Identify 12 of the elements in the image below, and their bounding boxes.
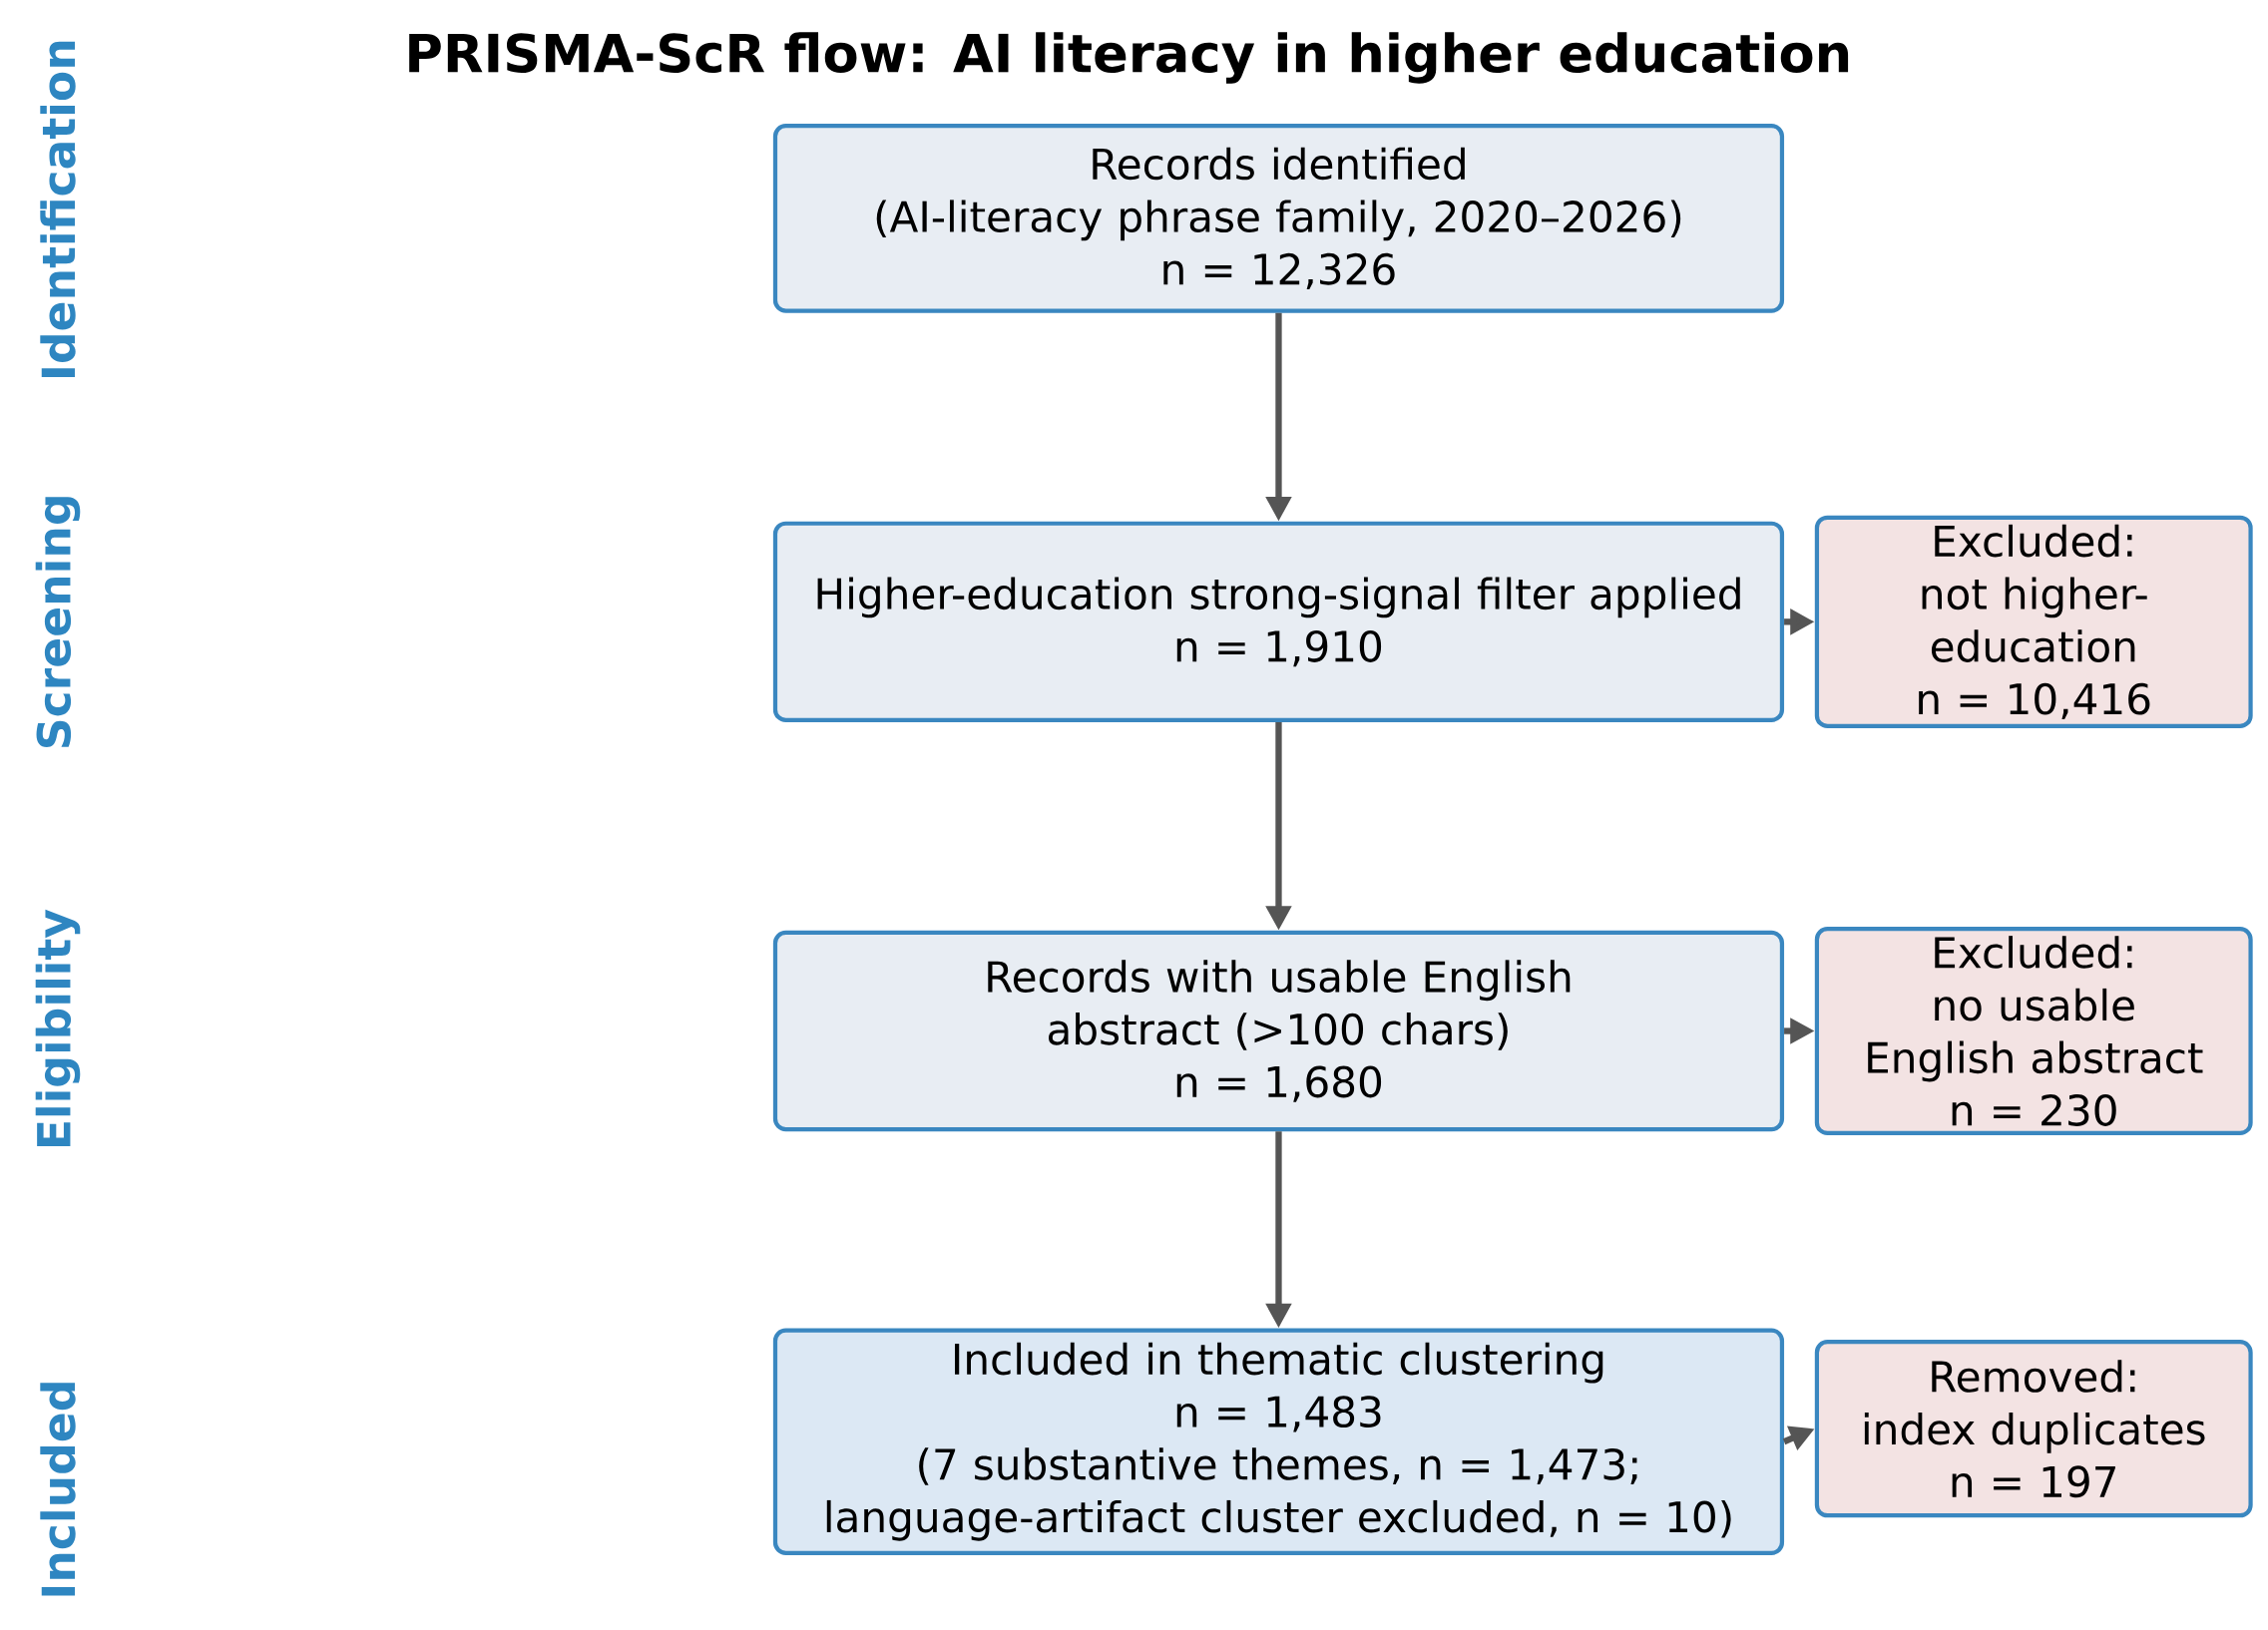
stage-label: Screening bbox=[35, 497, 81, 748]
title: PRISMA-ScR flow: AI literacy in higher education bbox=[409, 32, 1849, 84]
stage-label: Eligibility bbox=[35, 909, 81, 1147]
stage-label: Identification bbox=[40, 41, 76, 378]
exclusion-box: Excluded: no usable English abstract n = 230 bbox=[1814, 927, 2253, 1136]
stage-label: Included bbox=[40, 1383, 76, 1596]
process-box: Included in thematic clustering n = 1,483 (7 substantive themes, n = 1,473; language-artifact cluster excluded, n = 10) bbox=[772, 1328, 1785, 1556]
process-box: Higher-education strong-signal filter applied n = 1,910 bbox=[772, 521, 1785, 723]
exclusion-box: Excluded: not higher-education n = 10,416 bbox=[1814, 515, 2253, 729]
exclusion-box: Removed: index duplicates n = 197 bbox=[1814, 1340, 2253, 1518]
process-box: Records with usable English abstract (>100 chars) n = 1,680 bbox=[772, 930, 1785, 1132]
process-box: Records identified (AI-literacy phrase family, 2020–2026) n = 12,326 bbox=[772, 124, 1785, 313]
